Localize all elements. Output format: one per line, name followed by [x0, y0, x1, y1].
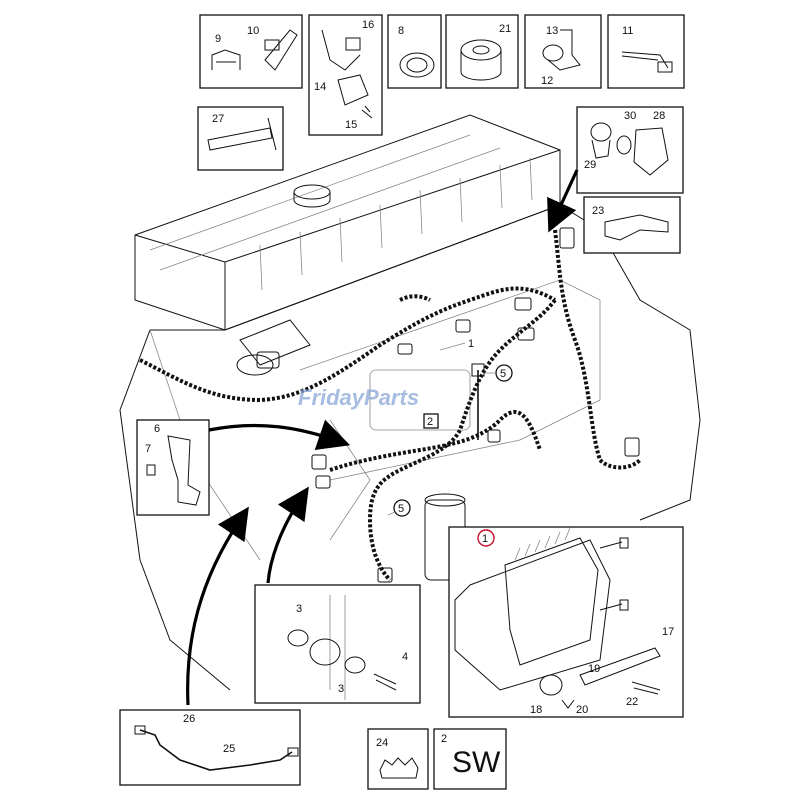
o-ring-30-icon: [616, 135, 632, 155]
detail-box-6-7: 6 7: [136, 419, 210, 516]
watermark: FridayParts: [298, 385, 419, 410]
nut-20-icon: [561, 699, 575, 709]
callout-number: 24: [376, 737, 388, 749]
callout-number: 20: [576, 704, 588, 716]
pointer-arrow: [266, 486, 309, 584]
callout-number: 11: [622, 25, 633, 37]
bracket-6-icon: [167, 435, 201, 506]
callout-number: 13: [546, 25, 558, 37]
strap-10-icon: [264, 29, 298, 71]
callout-number: 12: [541, 75, 553, 87]
pointer-arrow: [186, 506, 249, 706]
grommet-3-icon: [287, 629, 309, 647]
variant-label: SW: [452, 746, 501, 779]
callout-number: 4: [402, 651, 408, 663]
detail-box-3-4: 3 3 4: [254, 584, 421, 704]
callout-number: 6: [154, 423, 160, 435]
detail-box-25-26: 26 25: [119, 709, 301, 786]
seal-ring-8-icon: [399, 52, 435, 78]
clip-9-icon: [211, 49, 241, 70]
callout-number: 14: [314, 81, 326, 93]
callout-number: 23: [592, 205, 604, 217]
callout-number: 9: [215, 33, 221, 45]
callout-number: 17: [662, 626, 674, 638]
callout-number: 5: [500, 368, 506, 380]
detail-box-sw: 2 SW: [433, 728, 507, 790]
callout-number: 3: [338, 683, 344, 695]
detail-box-12-13: 13 12: [524, 14, 602, 89]
cable-11-icon: [621, 51, 669, 69]
cable-25-icon: [139, 729, 293, 771]
grommet-3b-icon: [344, 656, 366, 674]
callout-number: 2: [427, 416, 433, 428]
detail-box-28-30: 30 28 29: [576, 106, 684, 194]
bracket-17-icon: [579, 647, 661, 686]
pointer-arrow: [547, 169, 579, 233]
pointer-arrow: [208, 419, 351, 450]
callout-number: 27: [212, 113, 224, 125]
callout-number: 26: [183, 713, 195, 725]
grommet-12-icon: [542, 44, 564, 62]
bolt-13-icon: [547, 29, 581, 71]
sensor-29-icon: [590, 122, 612, 142]
connector-10-icon: [264, 39, 280, 51]
detail-box-11: 11: [607, 14, 685, 89]
detail-box-21: 21: [445, 14, 519, 89]
callout-number: 5: [398, 503, 404, 515]
wire-harness: [139, 227, 642, 583]
bolt-7-icon: [146, 464, 156, 476]
housing-28-icon: [633, 127, 669, 176]
main-callouts: 1 2 5 5: [387, 338, 513, 517]
detail-box-23: 23: [583, 196, 681, 254]
detail-box-24: 24: [367, 728, 429, 790]
detail-box-ecu: 1 17 19 22 18 20: [448, 526, 684, 718]
callout-number: 29: [584, 159, 596, 171]
detail-box-14-16: 16 14 15: [308, 14, 383, 136]
detail-box-8: 8: [387, 14, 442, 89]
callout-number: 1: [468, 338, 474, 350]
callout-number: 25: [223, 743, 235, 755]
bracket-27-icon: [207, 127, 273, 151]
grommet-18-icon: [539, 674, 563, 696]
callout-number: 10: [247, 25, 259, 37]
callout-number: 3: [296, 603, 302, 615]
callout-number: 28: [653, 110, 665, 122]
callout-number: 7: [145, 443, 151, 455]
bracket-14-icon: [337, 74, 369, 106]
clip-24-icon: [379, 757, 419, 779]
callout-number: 19: [588, 663, 600, 675]
callout-number: 2: [441, 733, 447, 745]
callout-number: 1: [482, 533, 488, 545]
highlight-ring: [477, 529, 495, 547]
callout-number: 22: [626, 696, 638, 708]
bolt-4-icon: [373, 673, 397, 691]
strap-16-icon: [321, 29, 361, 71]
detail-box-9-10: 9 10: [199, 14, 303, 89]
bolt-22-icon: [631, 681, 661, 695]
callout-number: 16: [362, 19, 374, 31]
callout-number: 30: [624, 110, 636, 122]
callout-number: 21: [499, 23, 511, 35]
callout-number: 8: [398, 25, 404, 37]
clamp-23-icon: [604, 214, 669, 241]
detail-box-27: 27: [197, 106, 284, 171]
callout-number: 18: [530, 704, 542, 716]
callout-number: 15: [345, 119, 357, 131]
